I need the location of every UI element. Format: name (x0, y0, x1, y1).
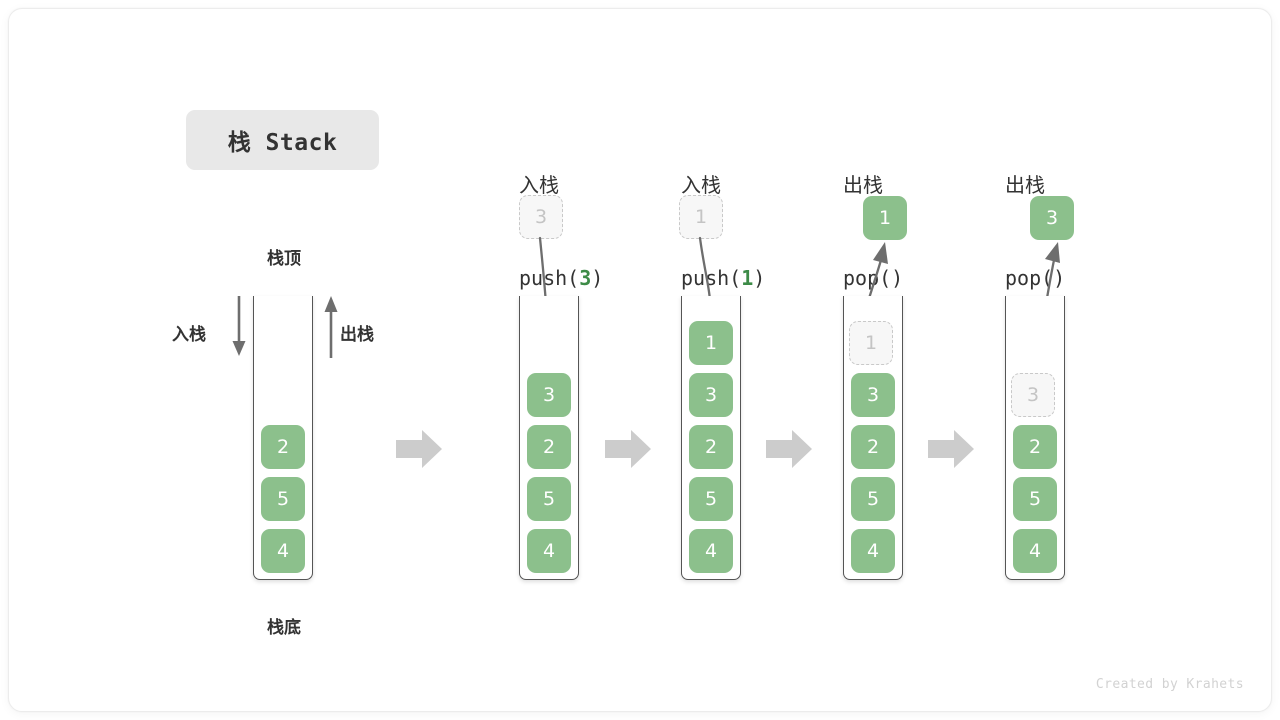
pop-direction-arrow-icon (320, 296, 342, 358)
push-direction-arrow-icon (228, 296, 250, 358)
stack-block: 2 (261, 425, 305, 469)
flow-separator-arrow-icon (396, 430, 442, 468)
stack-block: 2 (1013, 425, 1057, 469)
stack-block: 1 (689, 321, 733, 365)
stack-block: 5 (261, 477, 305, 521)
floating-ghost-block: 3 (519, 195, 563, 239)
stack-block: 4 (689, 529, 733, 573)
floating-popped-block: 1 (863, 196, 907, 240)
column-header: 出栈 pop() (843, 108, 915, 356)
column-header-operation: 入栈 (681, 173, 721, 197)
stack-block: 3 (851, 373, 895, 417)
stack-block: 2 (851, 425, 895, 469)
stack-ghost-block: 1 (849, 321, 893, 365)
pop-side-label: 出栈 (340, 325, 374, 345)
stack-block: 2 (689, 425, 733, 469)
stack-block: 4 (527, 529, 571, 573)
column-header-operation: 入栈 (519, 173, 559, 197)
push-side-label: 入栈 (172, 325, 206, 345)
stack-top-label: 栈顶 (267, 249, 301, 269)
floating-popped-block: 3 (1030, 196, 1074, 240)
stack-block: 4 (261, 529, 305, 573)
stack-block: 3 (527, 373, 571, 417)
column-header-call: pop() (843, 266, 904, 290)
page-title: 栈 Stack (227, 130, 338, 156)
column-header-call: push(3) (519, 266, 604, 290)
column-header-operation: 出栈 (843, 173, 883, 197)
stack-bottom-label: 栈底 (267, 618, 301, 638)
credit-text: Created by Krahets (1095, 677, 1244, 692)
stack-block: 4 (1013, 529, 1057, 573)
stack-block: 4 (851, 529, 895, 573)
title-chip: 栈 Stack (186, 110, 379, 170)
stack-block: 5 (689, 477, 733, 521)
column-header: 出栈 pop() (1005, 108, 1077, 356)
flow-separator-arrow-icon (605, 430, 651, 468)
stack-block: 5 (527, 477, 571, 521)
floating-ghost-block: 1 (679, 195, 723, 239)
column-header-call: pop() (1005, 266, 1066, 290)
column-header-operation: 出栈 (1005, 173, 1045, 197)
flow-separator-arrow-icon (766, 430, 812, 468)
column-header: 入栈 push(3) (519, 108, 603, 356)
stack-block: 3 (689, 373, 733, 417)
stack-ghost-block: 3 (1011, 373, 1055, 417)
stack-block: 5 (851, 477, 895, 521)
flow-separator-arrow-icon (928, 430, 974, 468)
stack-block: 5 (1013, 477, 1057, 521)
column-header-call: push(1) (681, 266, 766, 290)
column-header: 入栈 push(1) (681, 108, 765, 356)
stack-block: 2 (527, 425, 571, 469)
